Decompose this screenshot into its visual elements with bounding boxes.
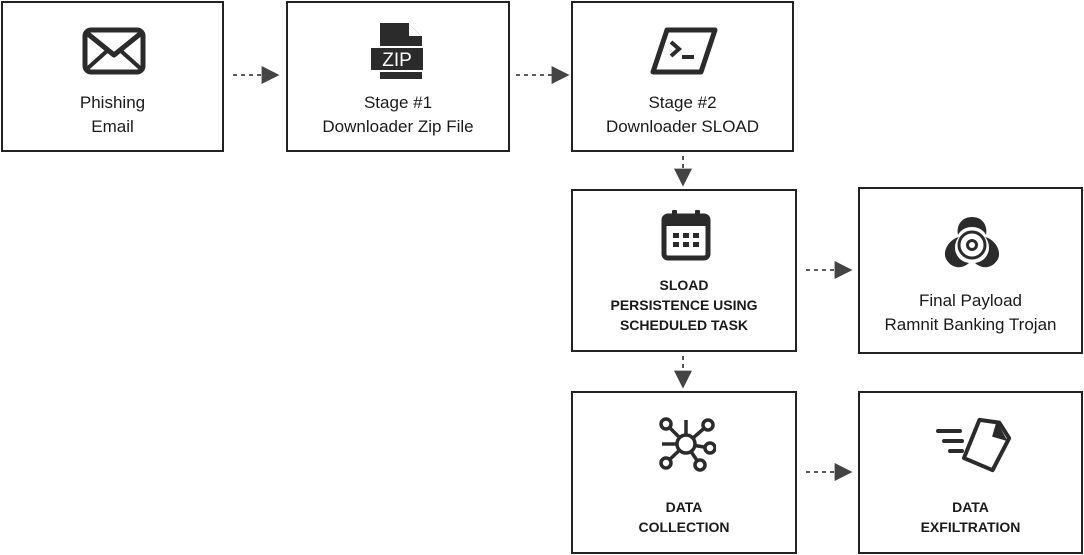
persistence-label: SLOAD PERSISTENCE USING SCHEDULED TASK [573, 275, 795, 335]
exfiltration-line2: EXFILTRATION [920, 519, 1021, 535]
collection-label: DATA COLLECTION [573, 497, 795, 537]
stage2-label: Stage #2 Downloader SLOAD [573, 91, 792, 139]
zip-icon-text: ZIP [382, 50, 412, 71]
zip-file-icon: ZIP [370, 23, 425, 79]
node-data-collection: DATA COLLECTION [571, 391, 797, 554]
envelope-icon [82, 27, 146, 75]
node-phishing-email: Phishing Email [1, 1, 224, 152]
persistence-line3: SCHEDULED TASK [619, 317, 749, 333]
persistence-line2: PERSISTENCE USING [610, 297, 758, 313]
payload-line1: Final Payload [918, 291, 1022, 310]
exfiltration-label: DATA EXFILTRATION [860, 497, 1081, 537]
biohazard-icon [944, 217, 1000, 268]
terminal-icon [650, 27, 718, 75]
stage1-line1: Stage #1 [363, 93, 433, 112]
payload-label: Final Payload Ramnit Banking Trojan [860, 289, 1081, 337]
network-nodes-icon [659, 417, 716, 472]
node-stage1-zip: ZIP Stage #1 Downloader Zip File [286, 1, 510, 152]
stage2-line2: Downloader SLOAD [605, 117, 760, 136]
node-data-exfiltration: DATA EXFILTRATION [858, 391, 1083, 554]
persistence-line1: SLOAD [659, 277, 709, 293]
calendar-icon [661, 210, 711, 261]
collection-line2: COLLECTION [638, 519, 730, 535]
node-sload-persistence: SLOAD PERSISTENCE USING SCHEDULED TASK [571, 189, 797, 352]
collection-line1: DATA [665, 499, 703, 515]
phishing-line2: Email [91, 117, 134, 136]
stage2-line1: Stage #2 [648, 93, 717, 112]
node-stage2-sload: Stage #2 Downloader SLOAD [571, 1, 794, 152]
payload-line2: Ramnit Banking Trojan [884, 315, 1057, 334]
phishing-line1: Phishing [79, 93, 146, 112]
stage1-line2: Downloader Zip File [322, 117, 474, 136]
phishing-label: Phishing Email [3, 91, 222, 139]
stage1-label: Stage #1 Downloader Zip File [288, 91, 508, 139]
flying-document-icon [936, 417, 1012, 473]
exfiltration-line1: DATA [952, 499, 989, 515]
node-final-payload: Final Payload Ramnit Banking Trojan [858, 187, 1083, 354]
